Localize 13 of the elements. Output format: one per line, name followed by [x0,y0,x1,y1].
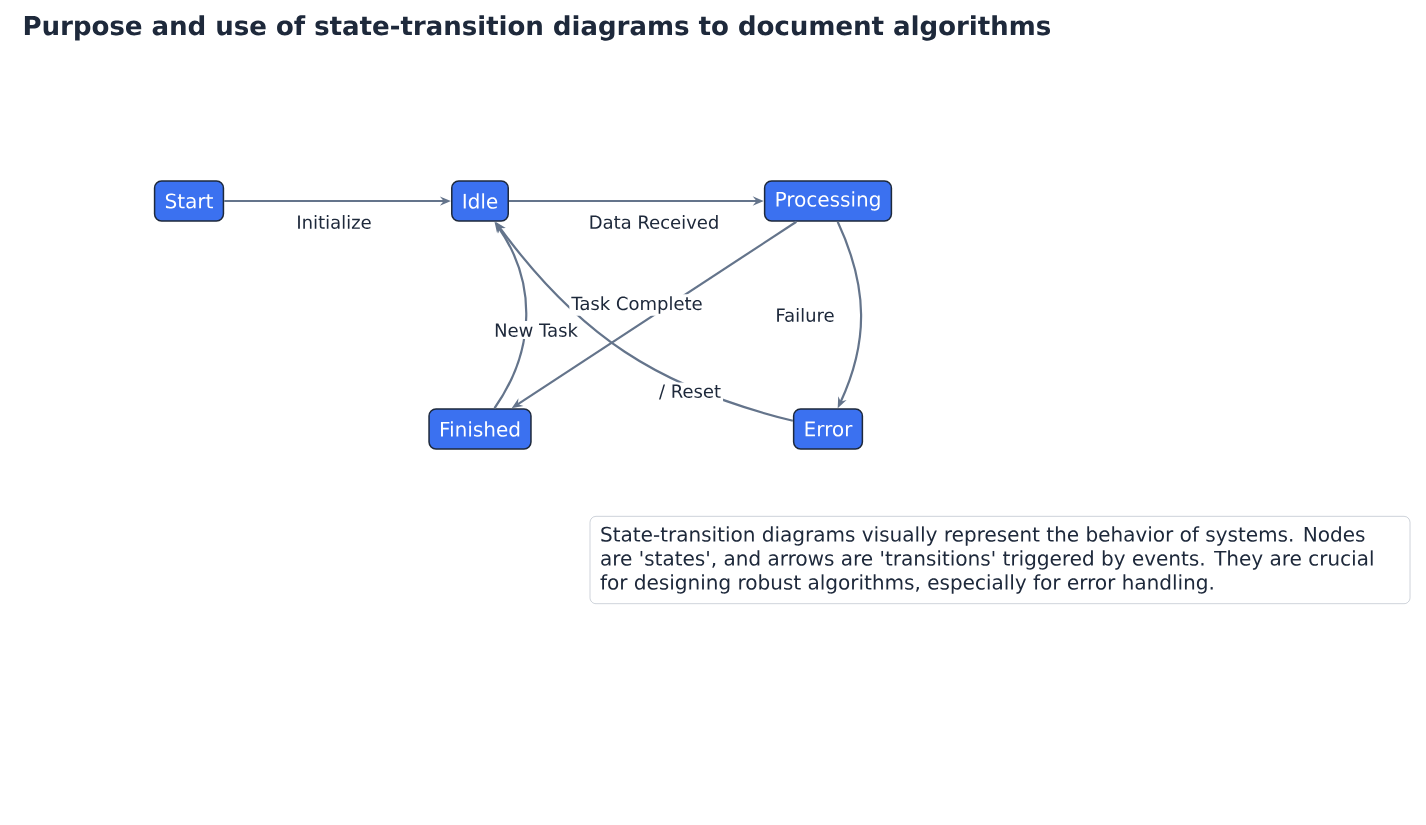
title: Purpose and use of state-transition diagrams to document algorithms [24,15,1050,41]
edge-label: Task Complete [569,294,705,316]
note-box: State-transition diagrams visually represent the behavior of systems. Nodes are 'states', and arrows are 'transitions' triggered by events. They are crucial for designing robust algorithms, especially for error handling. [589,516,1411,604]
state-box: Finished [428,408,532,450]
state-box: Processing [763,180,893,222]
state-box: Start [153,180,225,222]
edge-label: Initialize [294,213,374,231]
state-box: Error [792,408,864,450]
edge-label: Data Received [586,213,722,231]
edge-label: / Reset [657,382,724,402]
edge-label: New Task [492,321,580,339]
edge-label: Failure [773,306,837,324]
state-box: Idle [451,180,509,222]
